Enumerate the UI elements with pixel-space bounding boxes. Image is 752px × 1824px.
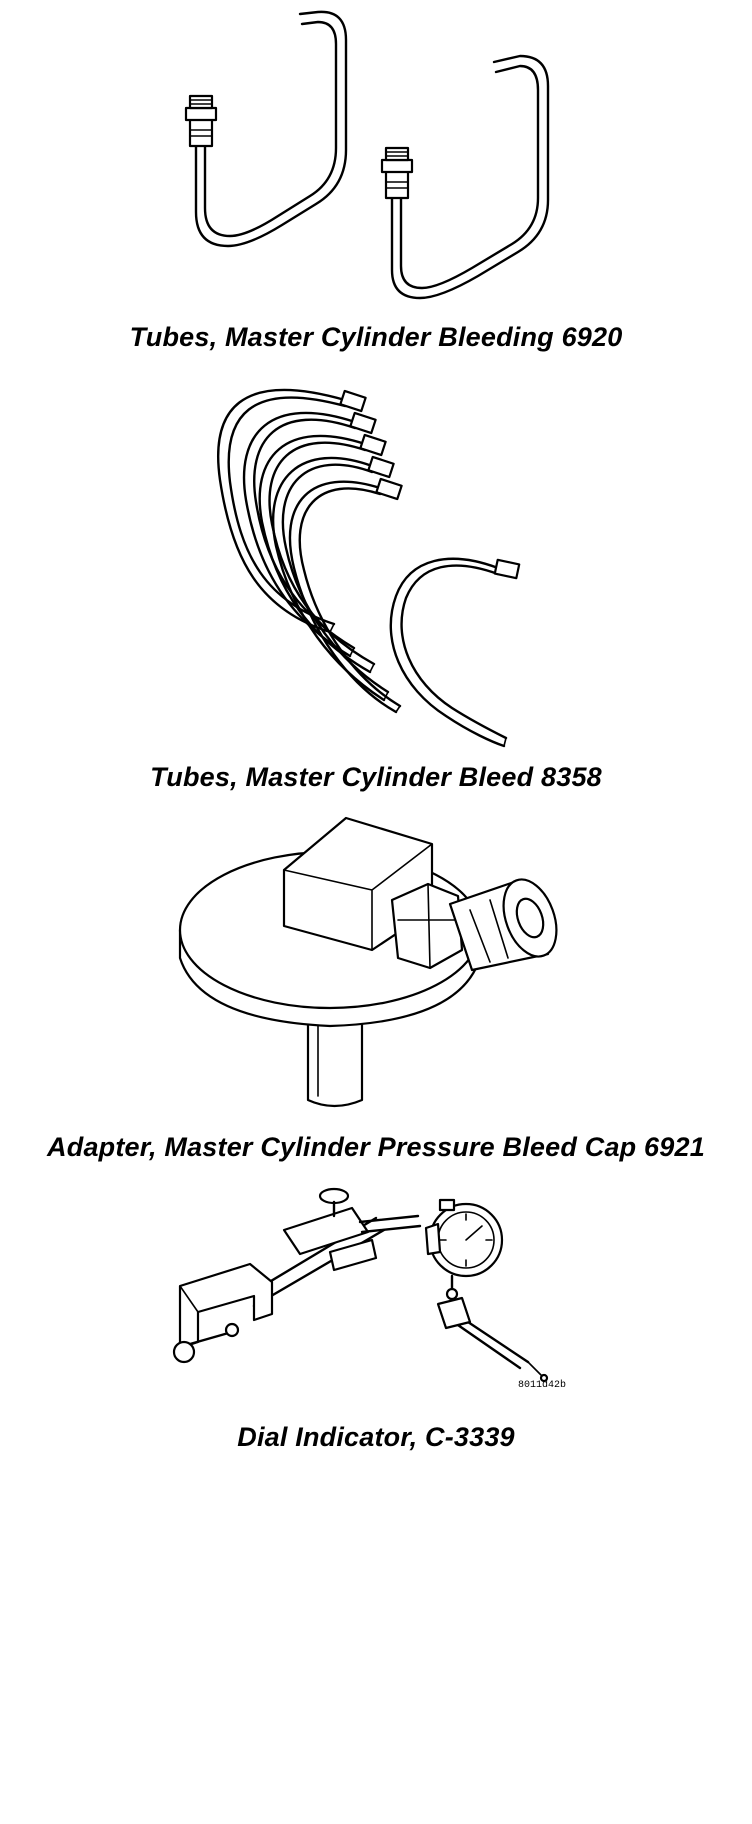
figure-tubes-6920: Tubes, Master Cylinder Bleeding 6920 [0,0,752,352]
figure-reference-code: 8011d42b [518,1380,567,1391]
figure-tubes-8358: Tubes, Master Cylinder Bleed 8358 [0,370,752,792]
dial-indicator-illustration [172,1187,549,1383]
caption-adapter-6921: Adapter, Master Cylinder Pressure Bleed … [47,1132,705,1162]
caption-tubes-6920: Tubes, Master Cylinder Bleeding 6920 [129,322,623,352]
tubes-6920-illustration [184,10,550,300]
figure-dial-indicator: 8011d42b Dial Indicator, C-3339 [0,1172,752,1472]
figure-adapter-6921: Adapter, Master Cylinder Pressure Bleed … [0,800,752,1170]
caption-tubes-8358: Tubes, Master Cylinder Bleed 8358 [150,762,602,792]
adapter-6921-illustration [178,816,558,1108]
tubes-8358-illustration [216,388,521,748]
caption-dial-indicator: Dial Indicator, C-3339 [237,1422,515,1452]
